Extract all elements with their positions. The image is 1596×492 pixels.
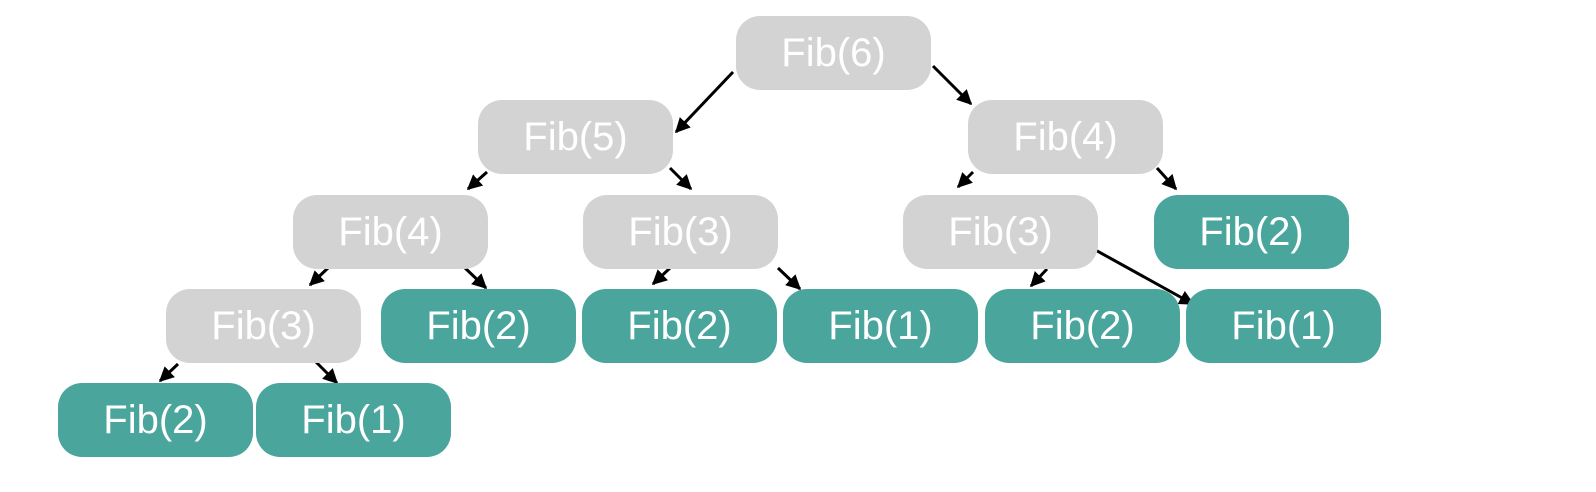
node-n13: Fib(1): [1186, 289, 1381, 363]
node-n12: Fib(2): [985, 289, 1180, 363]
node-n4: Fib(4): [293, 195, 488, 269]
node-n1: Fib(6): [736, 16, 931, 90]
nodes-layer: Fib(6) Fib(5) Fib(4) Fib(4) Fib(3) Fib(3) Fib(…: [58, 16, 1381, 457]
node-box: [256, 383, 451, 457]
node-box: [1186, 289, 1381, 363]
node-n9: Fib(2): [381, 289, 576, 363]
edge-n2-n4: [466, 170, 489, 191]
node-n5: Fib(3): [583, 195, 778, 269]
node-box: [583, 195, 778, 269]
node-n7: Fib(2): [1154, 195, 1349, 269]
node-label: Fib(2): [1199, 210, 1303, 254]
edge-n8-n14: [158, 362, 180, 383]
node-n15: Fib(1): [256, 383, 451, 457]
node-label: Fib(4): [1013, 115, 1117, 159]
edge-n1-n3: [931, 64, 973, 106]
edge-n1-n2: [674, 70, 735, 134]
edge-n6-n13: [1089, 245, 1195, 306]
node-label: Fib(5): [523, 115, 627, 159]
node-label: Fib(2): [1030, 304, 1134, 348]
node-box: [58, 383, 253, 457]
node-n6: Fib(3): [903, 195, 1098, 269]
node-box: [903, 195, 1098, 269]
node-box: [736, 16, 931, 90]
node-label: Fib(2): [103, 398, 207, 442]
edge-n8-n15: [314, 360, 339, 385]
node-label: Fib(1): [1231, 304, 1335, 348]
node-label: Fib(1): [301, 398, 405, 442]
edge-n5-n11: [776, 266, 802, 291]
node-n2: Fib(5): [478, 100, 673, 174]
edge-n3-n6: [956, 170, 975, 189]
node-n11: Fib(1): [783, 289, 978, 363]
node-box: [166, 289, 361, 363]
node-label: Fib(3): [211, 304, 315, 348]
node-box: [985, 289, 1180, 363]
edges-layer: [158, 64, 1195, 385]
node-label: Fib(3): [948, 210, 1052, 254]
node-label: Fib(4): [338, 210, 442, 254]
edge-n2-n5: [668, 166, 693, 191]
node-box: [968, 100, 1163, 174]
node-box: [293, 195, 488, 269]
edge-n3-n7: [1155, 166, 1178, 191]
edge-n6-n12: [1029, 267, 1049, 288]
node-box: [478, 100, 673, 174]
node-label: Fib(2): [426, 304, 530, 348]
edge-n4-n9: [462, 265, 488, 290]
node-box: [582, 289, 777, 363]
node-label: Fib(2): [627, 304, 731, 348]
edge-n5-n10: [651, 266, 672, 286]
node-label: Fib(6): [781, 31, 885, 75]
node-box: [381, 289, 576, 363]
node-n14: Fib(2): [58, 383, 253, 457]
node-box: [1154, 195, 1349, 269]
node-n3: Fib(4): [968, 100, 1163, 174]
node-box: [783, 289, 978, 363]
node-n10: Fib(2): [582, 289, 777, 363]
node-n8: Fib(3): [166, 289, 361, 363]
edge-n4-n8: [308, 266, 330, 287]
node-label: Fib(3): [628, 210, 732, 254]
node-label: Fib(1): [828, 304, 932, 348]
